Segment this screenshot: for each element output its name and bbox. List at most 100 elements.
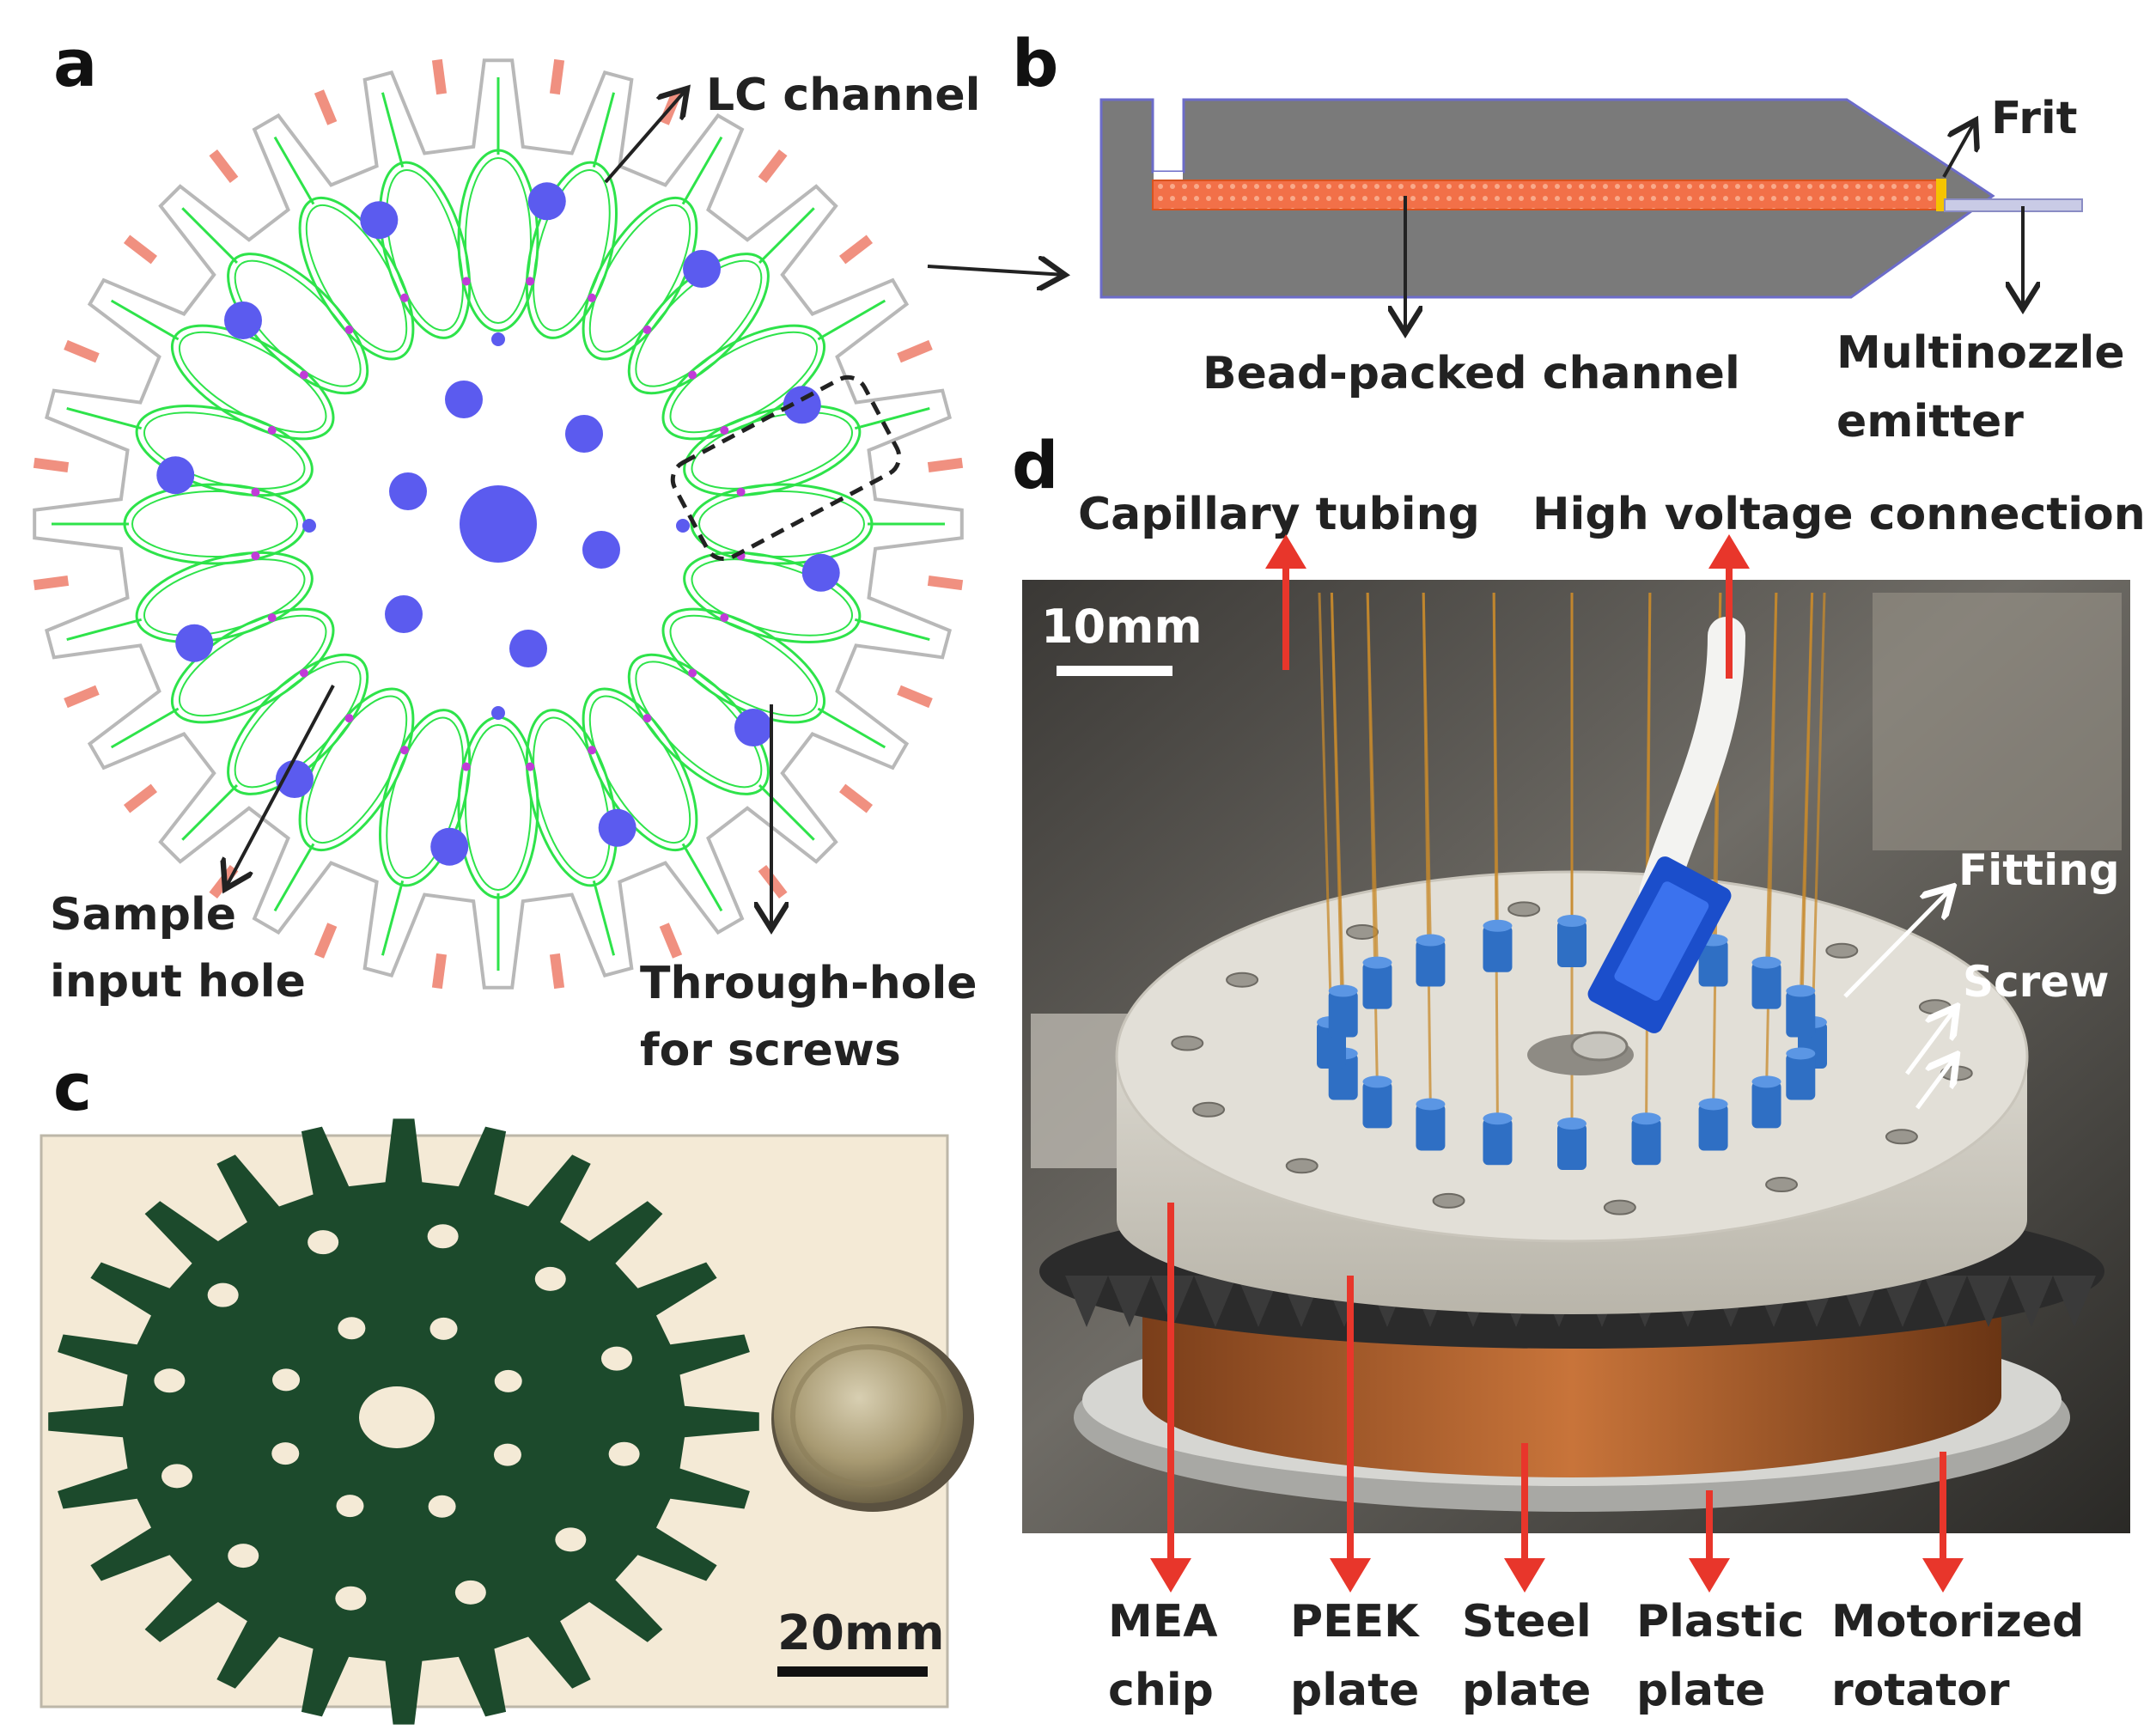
loop-inner bbox=[143, 411, 306, 490]
loop-stem bbox=[817, 299, 886, 341]
fitting bbox=[1751, 1075, 1781, 1129]
tip bbox=[123, 235, 158, 265]
screw-hole bbox=[1432, 1192, 1465, 1209]
through-hole-outer bbox=[275, 760, 314, 799]
loop-inner bbox=[234, 661, 362, 789]
through-hole-outer bbox=[527, 182, 566, 221]
tip bbox=[64, 339, 100, 363]
loop-stem bbox=[592, 880, 616, 956]
loop-inner bbox=[691, 558, 854, 637]
zoom-region-box bbox=[670, 375, 902, 562]
loop-inner bbox=[305, 204, 408, 353]
tip-mark bbox=[33, 575, 70, 591]
tip-mark bbox=[431, 953, 448, 990]
channel-loop bbox=[683, 405, 930, 497]
panel-b-letter: b bbox=[1012, 25, 1058, 101]
fitting-top bbox=[1416, 934, 1446, 947]
dot bbox=[588, 746, 597, 755]
input-dot bbox=[736, 487, 746, 496]
loop-inner bbox=[533, 716, 611, 880]
channel-loop bbox=[273, 136, 415, 361]
tip-mark bbox=[209, 149, 239, 184]
outer-hole bbox=[154, 1368, 186, 1393]
scale-bar-c bbox=[777, 1666, 928, 1677]
panel-c: c 20mm bbox=[40, 1049, 974, 1725]
fitting bbox=[1483, 919, 1513, 972]
tip-mark bbox=[64, 685, 100, 709]
channel-loop bbox=[661, 607, 886, 749]
screw-hole bbox=[1192, 1101, 1226, 1118]
screw-hole bbox=[1603, 1199, 1636, 1215]
tip bbox=[897, 339, 933, 363]
chip-design bbox=[33, 58, 964, 990]
sample-input-label-1: Sample bbox=[50, 889, 236, 941]
capillary-line bbox=[1366, 592, 1379, 972]
through-hole bbox=[389, 472, 427, 510]
loop-stem bbox=[110, 299, 180, 341]
tip bbox=[314, 89, 338, 125]
through-hole bbox=[385, 595, 423, 633]
peek-label-1: PEEK bbox=[1290, 1596, 1420, 1648]
input-dot bbox=[299, 370, 308, 380]
loop-inner bbox=[131, 490, 298, 557]
fitting-top bbox=[1751, 956, 1781, 969]
tip-mark bbox=[33, 457, 70, 473]
tip-mark bbox=[927, 457, 964, 473]
scale-label-c: 20mm bbox=[777, 1605, 945, 1661]
tip bbox=[314, 923, 338, 959]
capillary-line bbox=[1799, 592, 1814, 1000]
fitting-body bbox=[1483, 1118, 1513, 1166]
loop-inner bbox=[386, 716, 464, 880]
channel-loop bbox=[582, 136, 723, 361]
fitting bbox=[1786, 984, 1816, 1038]
loop-inner bbox=[143, 558, 306, 637]
tip-mark bbox=[838, 783, 874, 813]
fitting-top bbox=[1698, 1098, 1728, 1111]
input-dot bbox=[526, 762, 535, 771]
channel-loop bbox=[525, 92, 618, 339]
input-dot bbox=[344, 325, 354, 334]
peek-label-2: plate bbox=[1290, 1665, 1419, 1716]
tip bbox=[927, 575, 964, 591]
channel-loop bbox=[683, 551, 930, 643]
screw-hole bbox=[1825, 942, 1859, 959]
tooth bbox=[1881, 1276, 1924, 1327]
emitter-label-2: emitter bbox=[1836, 396, 2024, 448]
tip bbox=[758, 149, 788, 184]
inner-hole bbox=[428, 1495, 456, 1518]
hv-clip bbox=[1587, 856, 1732, 1033]
channel-loop bbox=[690, 483, 945, 565]
loop-inner bbox=[588, 695, 691, 844]
input-dot bbox=[588, 746, 597, 755]
tip-mark bbox=[927, 575, 964, 591]
tip bbox=[838, 783, 874, 813]
plastic-label-2: plate bbox=[1636, 1665, 1765, 1716]
dot bbox=[461, 762, 471, 771]
dot bbox=[344, 714, 354, 723]
dot bbox=[736, 487, 746, 496]
tooth bbox=[2010, 1276, 2053, 1327]
screw-hole bbox=[1345, 923, 1379, 940]
tip bbox=[897, 685, 933, 709]
loop-stem bbox=[381, 92, 405, 168]
loop-inner bbox=[635, 259, 763, 387]
loop-stem bbox=[592, 92, 616, 168]
fitting bbox=[1751, 956, 1781, 1009]
panel-a-letter: a bbox=[53, 25, 97, 101]
fitting-top bbox=[1751, 1075, 1781, 1088]
channel-loop bbox=[181, 207, 369, 395]
fitting-body bbox=[1631, 1118, 1661, 1166]
dot bbox=[299, 370, 308, 380]
panel-c-letter: c bbox=[53, 1049, 92, 1125]
through-hole-label-1: Through-hole bbox=[640, 958, 978, 1009]
mea-label-2: chip bbox=[1108, 1665, 1214, 1716]
fitting-top bbox=[1631, 1112, 1661, 1125]
inner-hole bbox=[338, 1317, 366, 1340]
input-dot bbox=[267, 613, 277, 623]
inner-hole bbox=[271, 1442, 300, 1465]
input-dot bbox=[267, 425, 277, 435]
loop-stem bbox=[273, 843, 315, 912]
through-hole-outer bbox=[360, 201, 399, 240]
fitting-top bbox=[1557, 915, 1587, 927]
loop-stem bbox=[110, 707, 180, 749]
